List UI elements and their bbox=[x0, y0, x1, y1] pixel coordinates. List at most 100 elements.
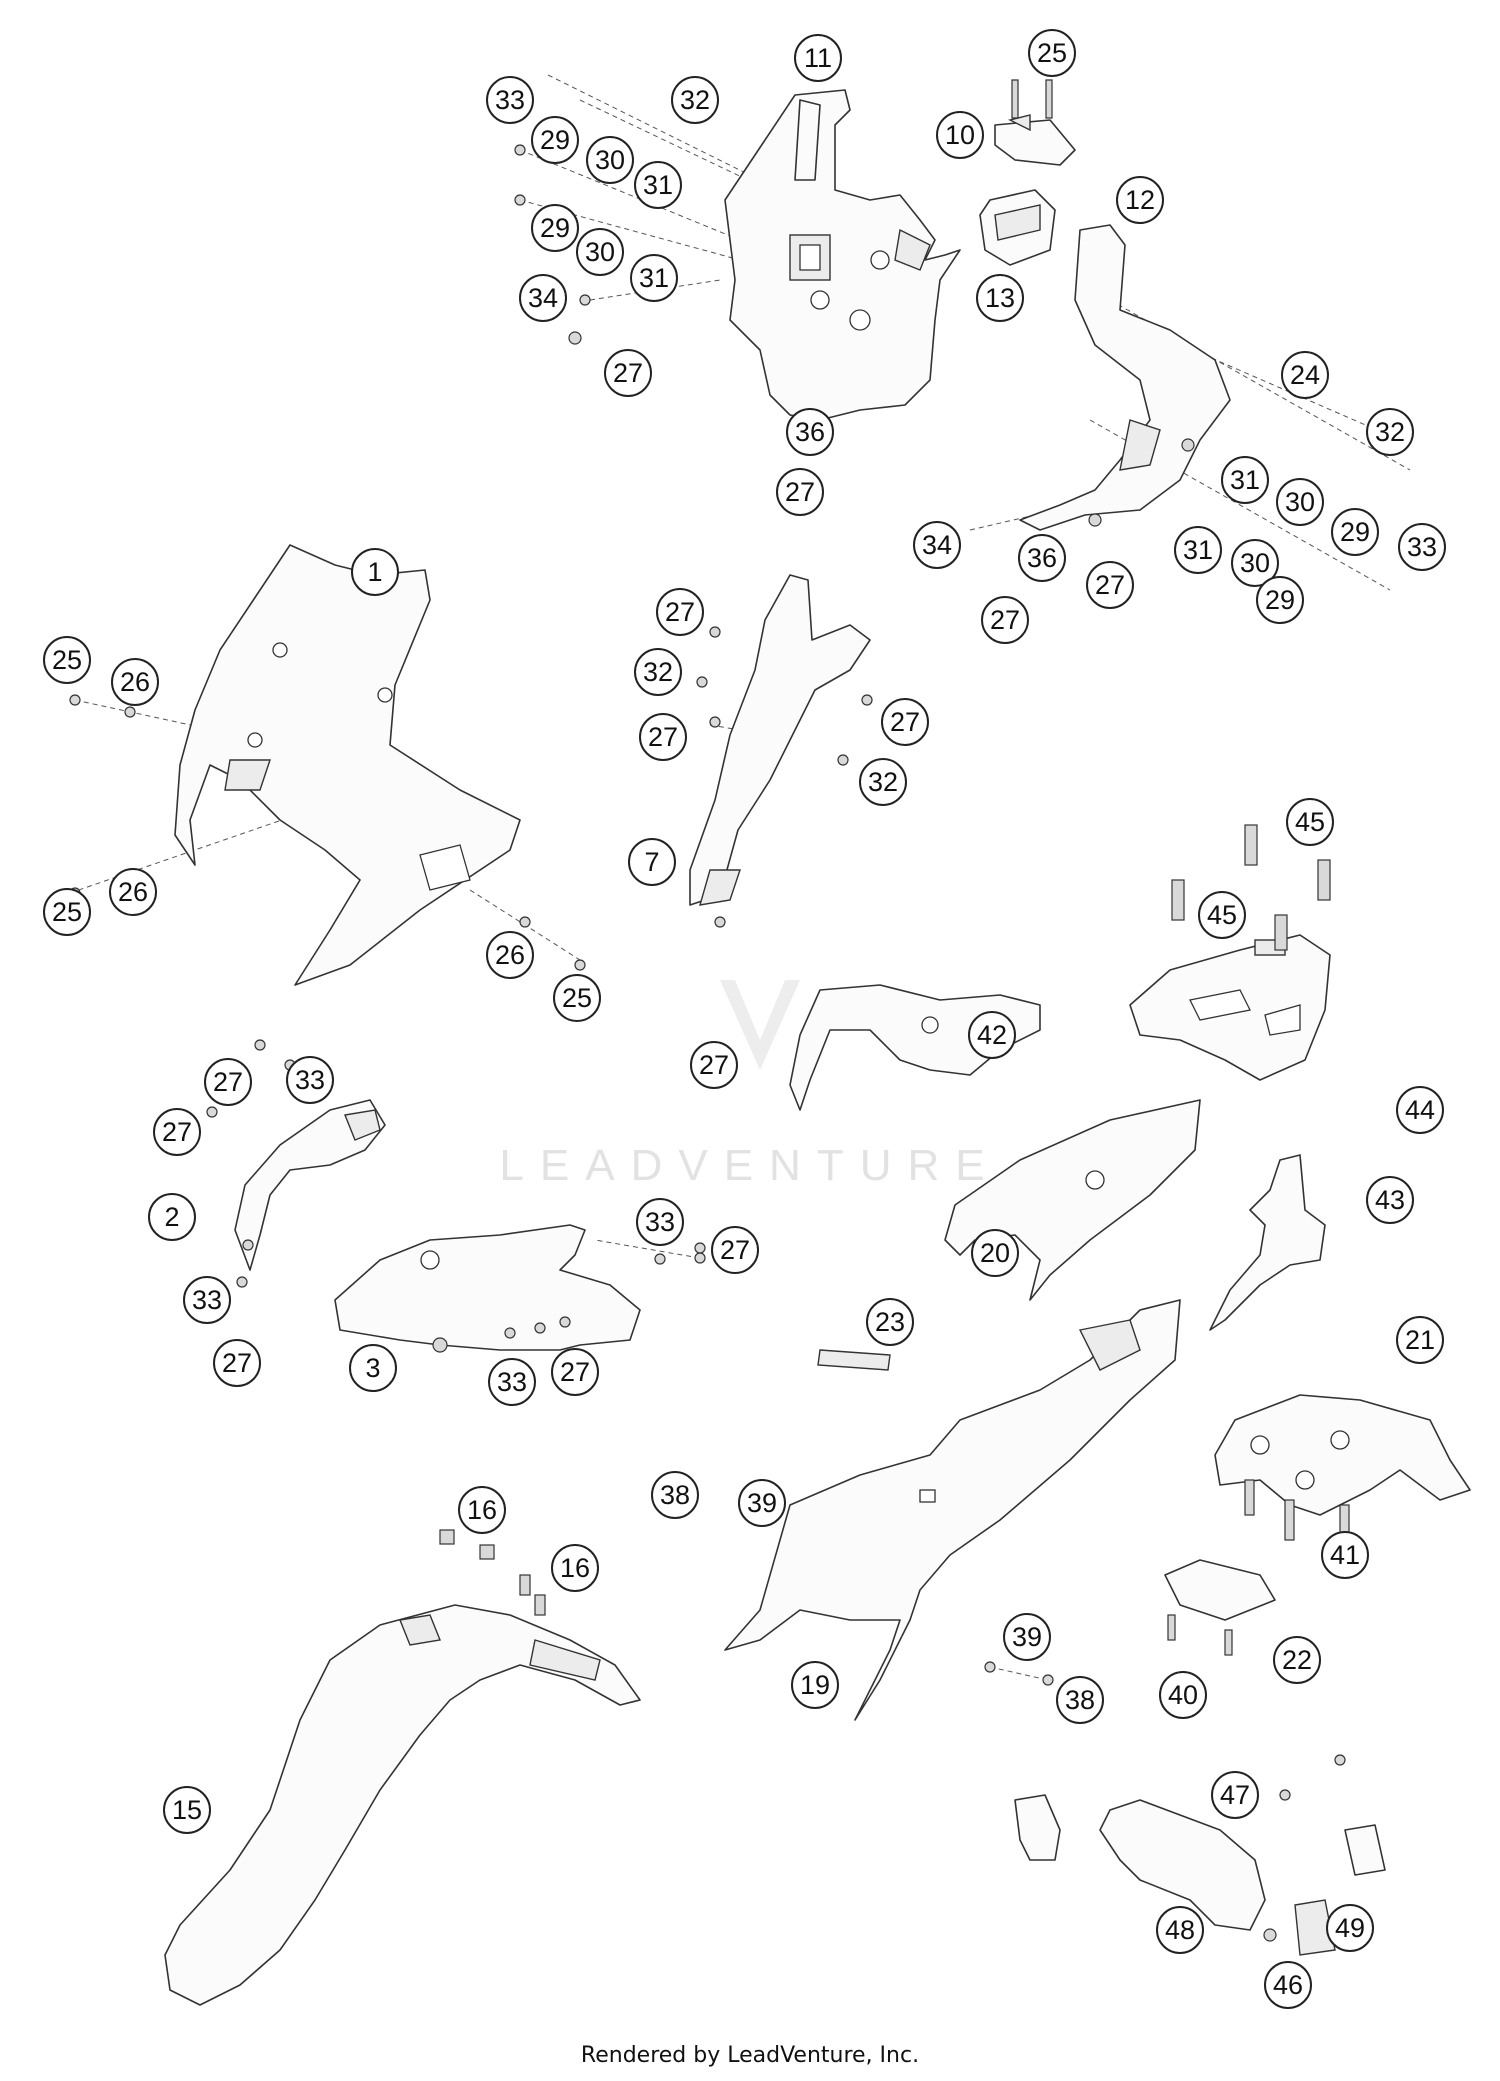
callout-number: 27 bbox=[560, 1357, 590, 1387]
callout-30: 30 bbox=[1276, 478, 1324, 526]
callout-number: 16 bbox=[560, 1553, 590, 1583]
callout-number: 27 bbox=[699, 1050, 729, 1080]
callout-circle bbox=[531, 116, 579, 164]
callout-circle bbox=[551, 1544, 599, 1592]
callout-circle bbox=[1116, 176, 1164, 224]
callout-26: 26 bbox=[109, 868, 157, 916]
callout-number: 39 bbox=[747, 1488, 777, 1518]
callout-number: 29 bbox=[1265, 585, 1295, 615]
callout-circle bbox=[639, 713, 687, 761]
callout-33: 33 bbox=[636, 1198, 684, 1246]
footer-credit: Rendered by LeadVenture, Inc. bbox=[580, 2043, 920, 2068]
callout-number: 29 bbox=[1340, 517, 1370, 547]
callout-circle bbox=[488, 1358, 536, 1406]
callout-25: 25 bbox=[43, 888, 91, 936]
callout-circle bbox=[286, 1056, 334, 1104]
callout-circle bbox=[1028, 29, 1076, 77]
callout-circle bbox=[458, 1486, 506, 1534]
part-15-front-fender bbox=[164, 1604, 641, 2006]
callout-39: 39 bbox=[738, 1479, 786, 1527]
callout-number: 7 bbox=[644, 847, 659, 877]
callout-number: 39 bbox=[1012, 1622, 1042, 1652]
callout-41: 41 bbox=[1321, 1531, 1369, 1579]
callout-27: 27 bbox=[656, 588, 704, 636]
callout-number: 36 bbox=[1027, 543, 1057, 573]
callout-29: 29 bbox=[1331, 508, 1379, 556]
callout-circle bbox=[1326, 1904, 1374, 1952]
watermark-text: LEADVENTURE bbox=[499, 1141, 1000, 1190]
callout-number: 2 bbox=[164, 1202, 179, 1232]
callout-circle bbox=[551, 1348, 599, 1396]
part-44-carrier-plate bbox=[1129, 934, 1331, 1081]
callout-40: 40 bbox=[1159, 1671, 1207, 1719]
callout-number: 47 bbox=[1220, 1780, 1250, 1810]
part-22-under-cover bbox=[1164, 1559, 1276, 1656]
callout-circle bbox=[1396, 1086, 1444, 1134]
callout-27: 27 bbox=[776, 468, 824, 516]
callout-27: 27 bbox=[1086, 561, 1134, 609]
callout-circle bbox=[183, 1276, 231, 1324]
callout-23: 23 bbox=[866, 1298, 914, 1346]
callout-30: 30 bbox=[1231, 539, 1279, 587]
callout-number: 33 bbox=[1407, 532, 1437, 562]
callout-number: 27 bbox=[720, 1235, 750, 1265]
callout-circle bbox=[1056, 1676, 1104, 1724]
callout-circle bbox=[1256, 576, 1304, 624]
callout-29: 29 bbox=[1256, 576, 1304, 624]
callout-27: 27 bbox=[981, 596, 1029, 644]
callout-number: 45 bbox=[1295, 807, 1325, 837]
callout-circle bbox=[628, 838, 676, 886]
callout-circle bbox=[651, 1471, 699, 1519]
callout-number: 38 bbox=[1065, 1685, 1095, 1715]
part-45-bolts bbox=[1171, 824, 1331, 951]
callout-circle bbox=[43, 888, 91, 936]
callout-circle bbox=[576, 228, 624, 276]
callout-circle bbox=[786, 408, 834, 456]
callout-circle bbox=[604, 349, 652, 397]
callout-25: 25 bbox=[1028, 29, 1076, 77]
callout-circle bbox=[1086, 561, 1134, 609]
callout-20: 20 bbox=[971, 1229, 1019, 1277]
callout-circle bbox=[656, 588, 704, 636]
callout-27: 27 bbox=[153, 1108, 201, 1156]
callout-circle bbox=[711, 1226, 759, 1274]
callout-circle bbox=[1159, 1671, 1207, 1719]
callout-circle bbox=[866, 1298, 914, 1346]
callout-39: 39 bbox=[1003, 1613, 1051, 1661]
callout-circle bbox=[486, 76, 534, 124]
callout-number: 23 bbox=[875, 1307, 905, 1337]
callout-circle bbox=[981, 596, 1029, 644]
callout-circle bbox=[1286, 798, 1334, 846]
callout-circle bbox=[553, 974, 601, 1022]
callout-number: 24 bbox=[1290, 360, 1320, 390]
callout-number: 30 bbox=[585, 237, 615, 267]
callout-number: 29 bbox=[540, 125, 570, 155]
callout-45: 45 bbox=[1198, 891, 1246, 939]
callout-27: 27 bbox=[711, 1226, 759, 1274]
callout-27: 27 bbox=[551, 1348, 599, 1396]
callout-32: 32 bbox=[634, 648, 682, 696]
callout-number: 31 bbox=[643, 170, 673, 200]
callout-19: 19 bbox=[791, 1661, 839, 1709]
callout-3: 3 bbox=[349, 1344, 397, 1392]
callout-circle bbox=[213, 1339, 261, 1387]
callout-circle bbox=[349, 1344, 397, 1392]
callout-number: 25 bbox=[52, 897, 82, 927]
callout-circle bbox=[936, 111, 984, 159]
callout-circle bbox=[968, 1011, 1016, 1059]
callout-number: 21 bbox=[1405, 1325, 1435, 1355]
callout-number: 48 bbox=[1165, 1915, 1195, 1945]
callout-number: 12 bbox=[1125, 185, 1155, 215]
callout-circle bbox=[690, 1041, 738, 1089]
callout-number: 33 bbox=[295, 1065, 325, 1095]
callout-34: 34 bbox=[519, 274, 567, 322]
callout-12: 12 bbox=[1116, 176, 1164, 224]
callout-22: 22 bbox=[1273, 1636, 1321, 1684]
callout-number: 34 bbox=[922, 530, 952, 560]
callout-circle bbox=[1331, 508, 1379, 556]
callout-33: 33 bbox=[286, 1056, 334, 1104]
callout-number: 32 bbox=[868, 767, 898, 797]
callout-number: 44 bbox=[1405, 1095, 1435, 1125]
callout-circle bbox=[1281, 351, 1329, 399]
part-23-rubber-strip bbox=[817, 1349, 891, 1371]
